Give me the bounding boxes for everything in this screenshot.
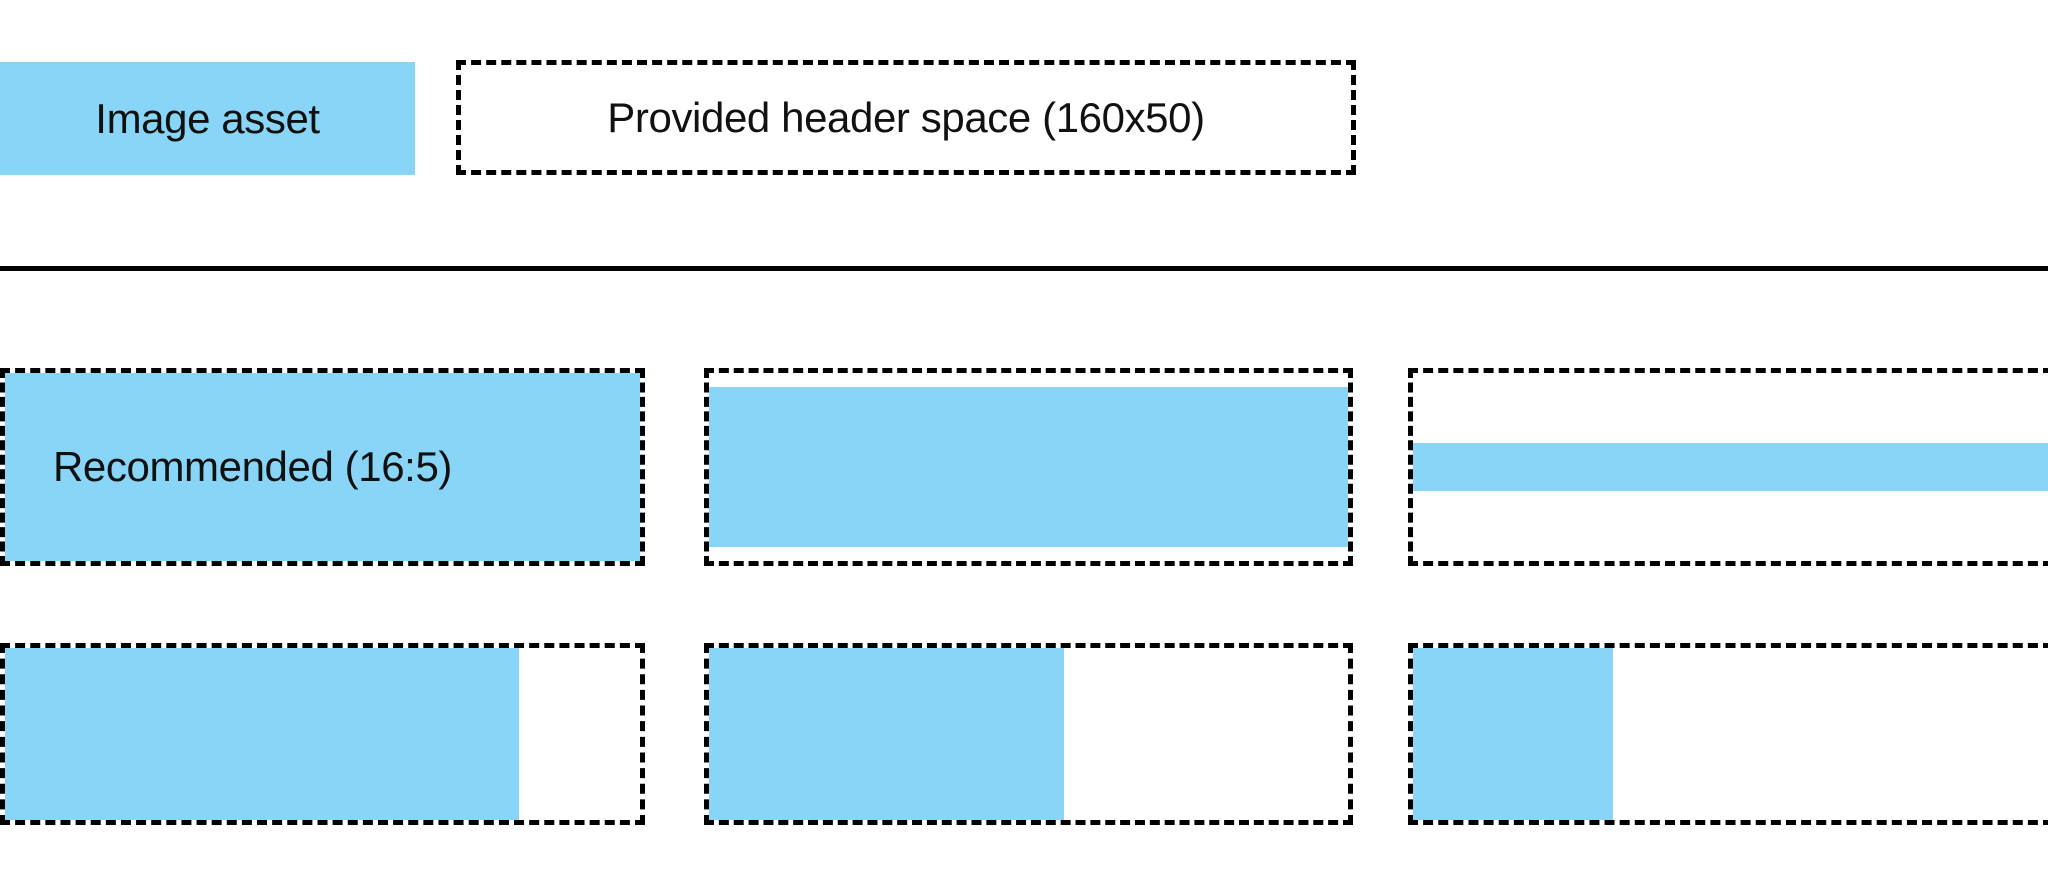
ratio-cell-r2c1 (0, 643, 645, 825)
asset-fill-r1c1 (5, 373, 640, 561)
asset-fill-r1c2 (709, 387, 1348, 547)
legend-row: Image asset Provided header space (160x5… (0, 60, 2048, 178)
ratio-cell-r1c1: Recommended (16:5) (0, 368, 645, 566)
recommended-ratio-label: Recommended (16:5) (53, 443, 452, 490)
ratio-cell-r1c3 (1408, 368, 2048, 566)
ratio-cell-r2c2 (704, 643, 1353, 825)
provided-header-space-label: Provided header space (160x50) (607, 93, 1205, 141)
asset-fill-r2c3 (1413, 648, 1614, 820)
image-asset-swatch: Image asset (0, 62, 415, 175)
aspect-ratio-row-1: Recommended (16:5) (0, 368, 2048, 566)
asset-fill-r1c3 (1413, 443, 2048, 491)
asset-fill-r2c1 (5, 648, 520, 820)
image-asset-label: Image asset (95, 94, 320, 142)
ratio-cell-r1c2 (704, 368, 1353, 566)
aspect-ratio-row-2 (0, 643, 2048, 825)
section-divider (0, 266, 2048, 271)
provided-header-space-box: Provided header space (160x50) (456, 60, 1356, 175)
ratio-cell-r2c3 (1408, 643, 2048, 825)
asset-fill-r2c2 (709, 648, 1064, 820)
